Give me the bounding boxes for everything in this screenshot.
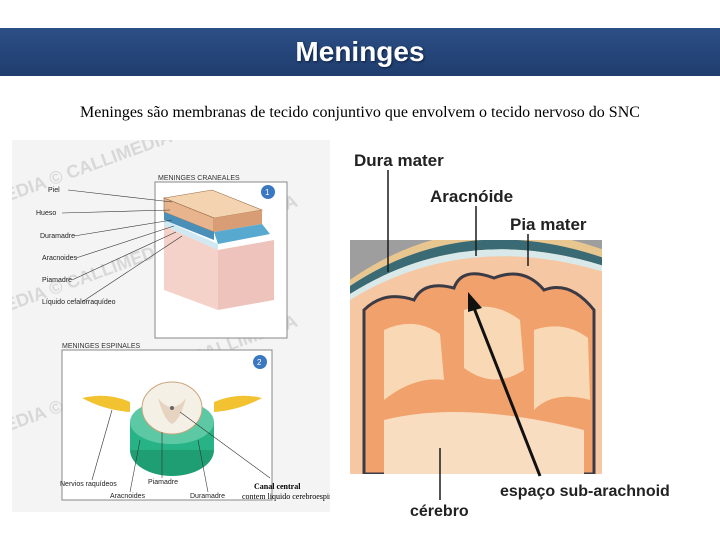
canal-central-title: Canal central bbox=[254, 482, 301, 491]
cranial-box-title: MENINGES CRANEALES bbox=[158, 175, 240, 182]
cranial-label: Hueso bbox=[36, 210, 56, 217]
label-cerebro: cérebro bbox=[410, 503, 469, 520]
spinal-badge bbox=[253, 355, 267, 369]
label-dura-mater: Dura mater bbox=[354, 151, 444, 170]
cranial-label: Duramadre bbox=[40, 233, 75, 240]
brain-tissue bbox=[350, 240, 602, 474]
spinal-label: Nervios raquídeos bbox=[60, 481, 117, 488]
arrow-icon bbox=[468, 292, 542, 477]
spinal-box-title: MENINGES ESPINALES bbox=[62, 343, 141, 350]
canal-central-desc: contem liquido cerebroespinal bbox=[242, 492, 330, 501]
cranial-label: Líquido cefalorraquídeo bbox=[42, 299, 116, 306]
cranial-label: Piel bbox=[48, 187, 60, 194]
cranial-badge-number: 1 bbox=[265, 188, 270, 197]
cranial-label: Aracnoides bbox=[42, 255, 78, 262]
label-espaco-sub-arachnoid: espaço sub-arachnoid bbox=[500, 483, 670, 500]
page-title: Meninges bbox=[295, 36, 425, 67]
spinal-label: Duramadre bbox=[190, 493, 225, 500]
meninges-illustration-right: Dura mater Aracnóide Pia mater espaço su… bbox=[344, 140, 720, 532]
label-aracnoide: Aracnóide bbox=[430, 187, 513, 206]
intro-text: Meninges são membranas de tecido conjunt… bbox=[80, 104, 640, 121]
cranial-badge bbox=[261, 185, 275, 199]
cranial-layers bbox=[162, 189, 274, 310]
title-bar: Meninges bbox=[0, 28, 720, 76]
label-pia-mater: Pia mater bbox=[510, 215, 587, 234]
meninges-illustration-left: MEDIA © CALLIMEDIA © CALLIMEDIA MEDIA © … bbox=[12, 140, 330, 512]
spinal-cord bbox=[82, 381, 262, 476]
spinal-label: Piamadre bbox=[148, 479, 178, 486]
spinal-label: Aracnoides bbox=[110, 493, 146, 500]
cranial-label: Piamadre bbox=[42, 277, 72, 284]
spinal-badge-number: 2 bbox=[257, 358, 262, 367]
